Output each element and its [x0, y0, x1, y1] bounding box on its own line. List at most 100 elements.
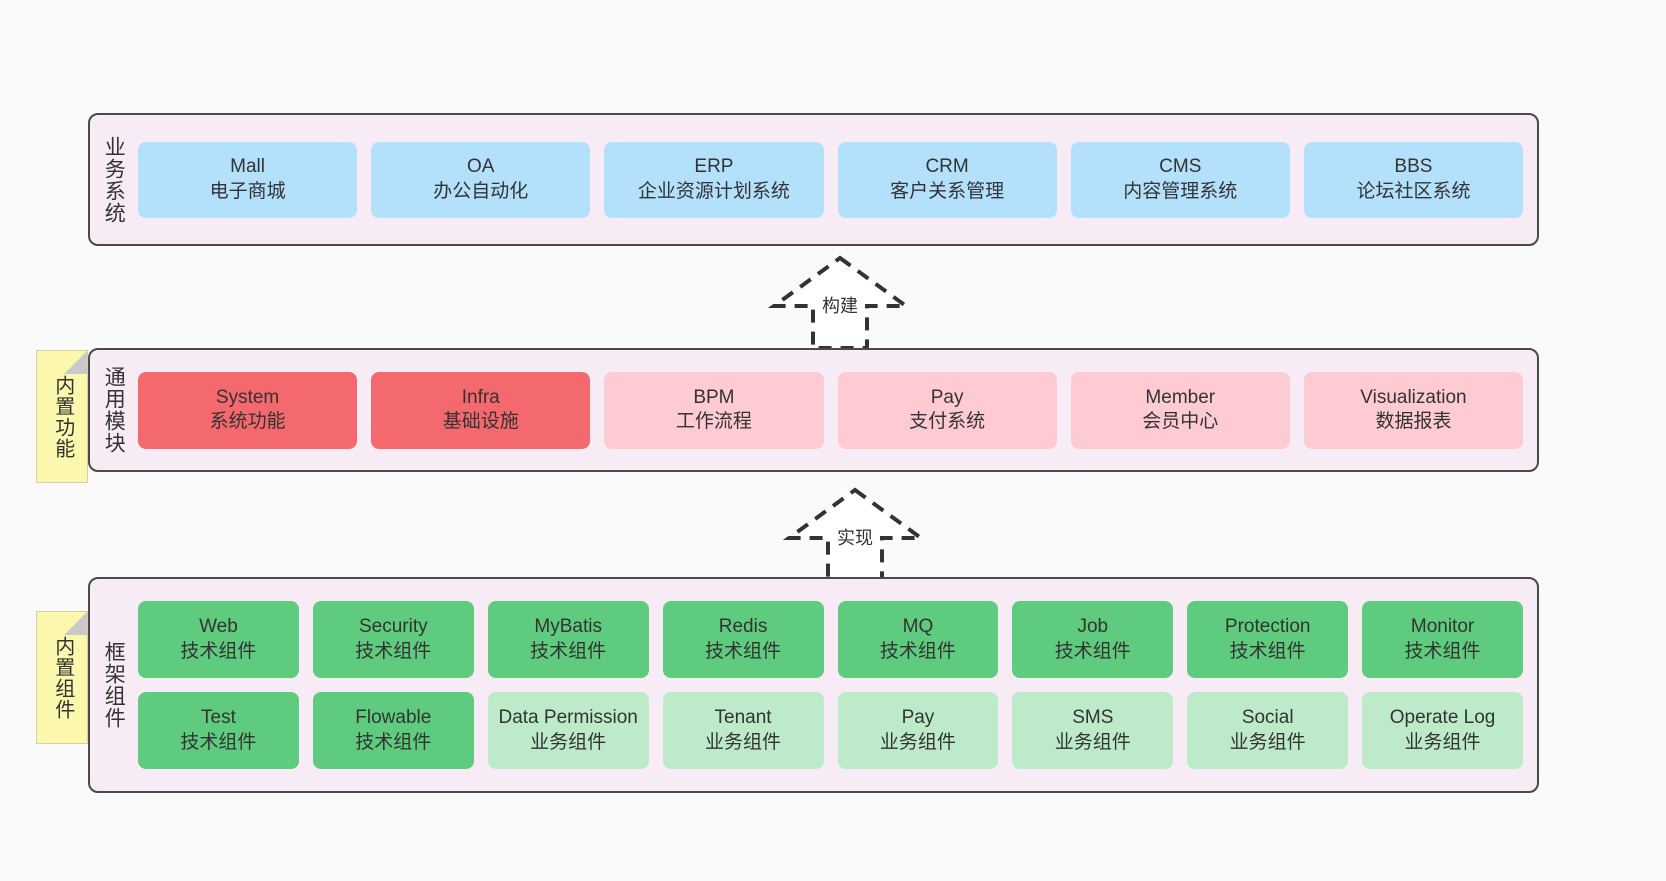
node-subtitle: 工作流程 — [675, 411, 752, 432]
node-name: Monitor — [1410, 616, 1475, 638]
node-subtitle: 业务组件 — [879, 731, 956, 753]
node-name: Data Permission — [498, 707, 638, 729]
layer-title-framework-components: 框架组件 — [102, 641, 126, 729]
node-subtitle: 业务组件 — [1404, 731, 1481, 753]
node-name: Member — [1145, 386, 1216, 408]
node-name: Redis — [718, 616, 768, 638]
node-subtitle: 办公自动化 — [433, 180, 529, 202]
note-builtin-function-label: 内置功能 — [51, 374, 74, 459]
node-name: Test — [201, 707, 236, 729]
node-name: Mall — [230, 156, 265, 178]
connector-implement: 实现 — [770, 486, 940, 584]
node-subtitle: 业务组件 — [1054, 731, 1131, 753]
connector-build: 构建 — [755, 254, 925, 352]
node-infra[interactable]: Infra 基础设施 — [371, 371, 591, 449]
node-name: System — [215, 386, 280, 408]
node-subtitle: 技术组件 — [530, 640, 607, 662]
node-name: BBS — [1394, 156, 1433, 178]
node-subtitle: 内容管理系统 — [1123, 180, 1238, 202]
node-system[interactable]: System 系统功能 — [138, 371, 358, 449]
node-name: Job — [1077, 616, 1109, 638]
node-subtitle: 企业资源计划系统 — [637, 180, 790, 202]
node-subtitle: 业务组件 — [705, 731, 782, 753]
node-subtitle: 基础设施 — [442, 411, 519, 432]
node-name: Infra — [461, 386, 500, 408]
node-bpm[interactable]: BPM 工作流程 — [604, 371, 824, 449]
node-name: CRM — [925, 156, 969, 178]
node-subtitle: 数据报表 — [1375, 411, 1452, 432]
node-subtitle: 技术组件 — [1054, 640, 1131, 662]
node-subtitle: 技术组件 — [180, 731, 257, 753]
node-name: MQ — [902, 616, 934, 638]
node-pay[interactable]: Pay 支付系统 — [837, 371, 1057, 449]
note-builtin-function: 内置功能 — [36, 350, 88, 483]
note-builtin-component: 内置组件 — [36, 611, 88, 744]
layer-body-common-modules: System 系统功能 Infra 基础设施 BPM 工作流程 Pay 支付系统 Member 会… — [136, 350, 1537, 470]
layer-title-common-modules: 通用模块 — [102, 366, 126, 454]
node-subtitle: 电子商城 — [209, 180, 286, 202]
node-name: Operate Log — [1389, 707, 1496, 729]
node-name: Tenant — [714, 707, 772, 729]
node-name: Security — [358, 616, 428, 638]
node-subtitle: 论坛社区系统 — [1356, 180, 1471, 202]
node-name: OA — [467, 156, 495, 178]
node-name: Pay — [930, 386, 964, 408]
node-row: System 系统功能 Infra 基础设施 BPM 工作流程 Pay 支付系统 Member 会… — [138, 371, 1524, 449]
node-subtitle: 业务组件 — [1229, 731, 1306, 753]
node-subtitle: 技术组件 — [180, 640, 257, 662]
node-name: Social — [1241, 707, 1294, 729]
node-subtitle: 技术组件 — [355, 731, 432, 753]
node-name: Flowable — [355, 707, 432, 729]
layer-title-business-system: 业务系统 — [102, 135, 126, 224]
node-name: CMS — [1159, 156, 1202, 178]
node-member[interactable]: Member 会员中心 — [1070, 371, 1290, 449]
node-subtitle: 客户关系管理 — [890, 180, 1005, 202]
node-subtitle: 技术组件 — [705, 640, 782, 662]
layer-common-modules: 通用模块 System 系统功能 Infra 基础设施 BPM 工作流程 Pay 支付系统 Me… — [88, 348, 1539, 472]
node-subtitle: 支付系统 — [909, 411, 986, 432]
node-subtitle: 技术组件 — [355, 640, 432, 662]
node-subtitle: 业务组件 — [530, 731, 607, 753]
node-name: Pay — [901, 707, 935, 729]
node-subtitle: 会员中心 — [1142, 411, 1219, 432]
node-name: Protection — [1224, 616, 1311, 638]
node-name: BPM — [693, 386, 735, 408]
node-subtitle: 技术组件 — [1229, 640, 1306, 662]
node-subtitle: 系统功能 — [209, 411, 286, 432]
note-builtin-component-label: 内置组件 — [51, 635, 74, 720]
node-subtitle: 技术组件 — [1404, 640, 1481, 662]
node-name: Web — [199, 616, 238, 638]
connector-build-shape — [767, 255, 913, 350]
node-name: SMS — [1072, 707, 1114, 729]
